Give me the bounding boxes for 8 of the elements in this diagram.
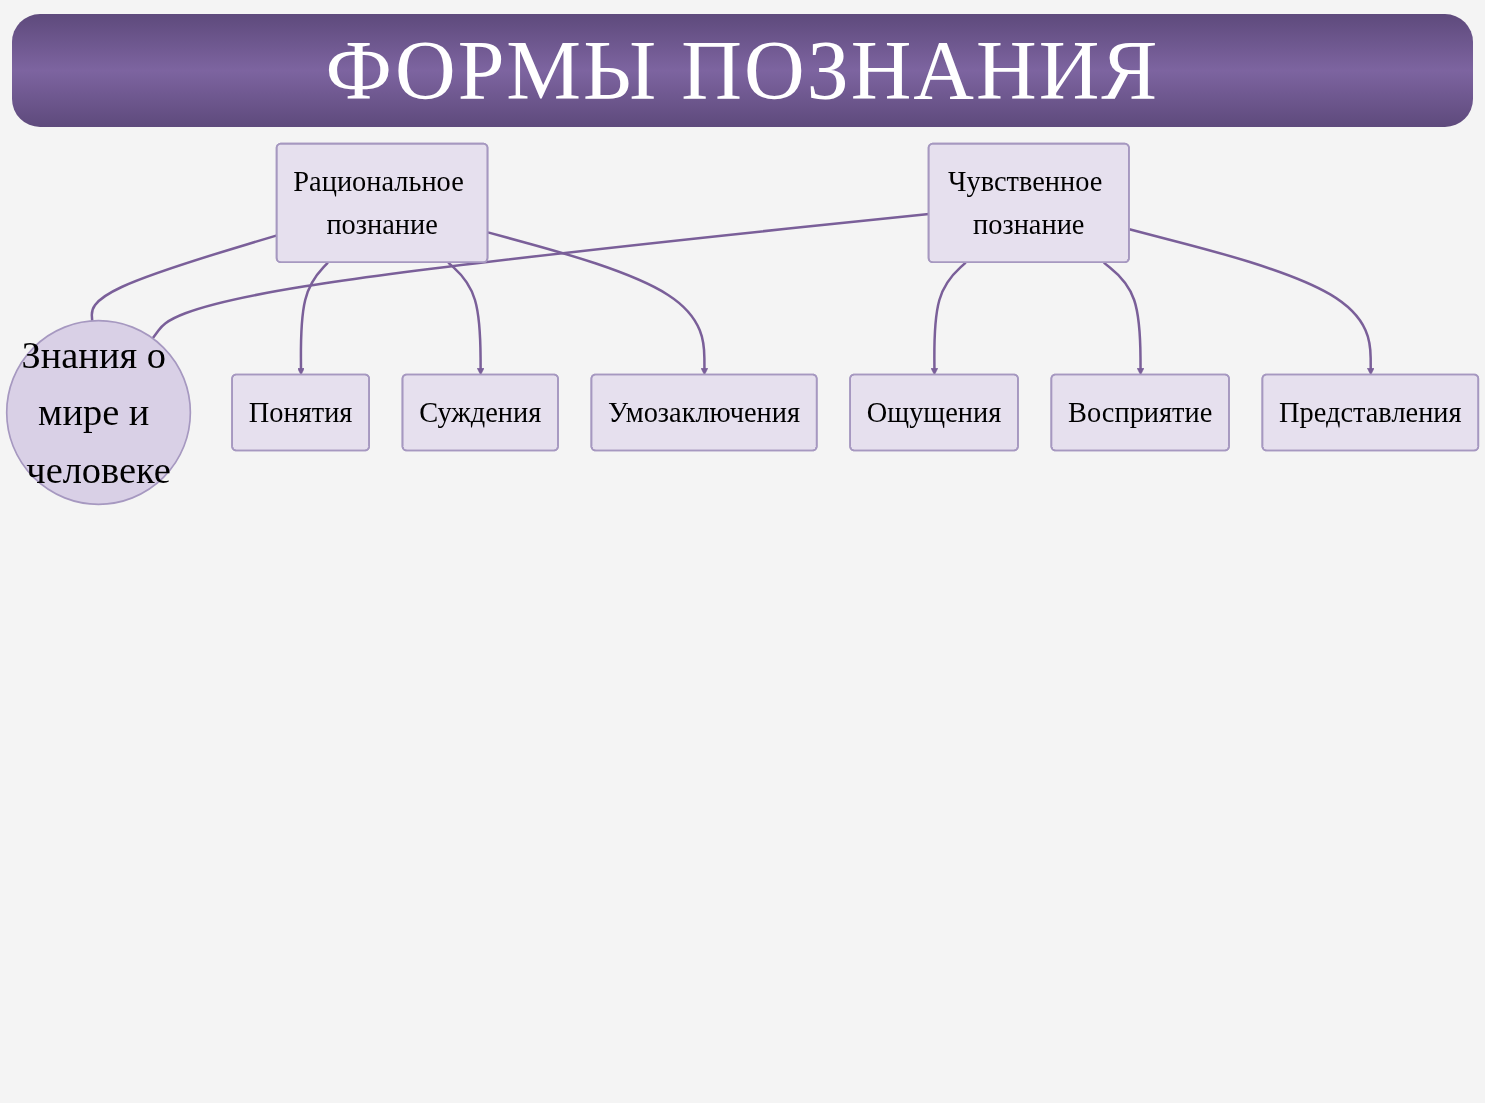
node-circle: Знания о мире и человеке [5,319,192,506]
title-banner: ФОРМЫ ПОЗНАНИЯ [12,14,1473,127]
arrow [487,231,709,376]
arrow [447,261,485,376]
arrow [297,261,329,376]
arrow [1129,228,1375,376]
arrow [1103,261,1145,376]
arrow [930,261,967,376]
